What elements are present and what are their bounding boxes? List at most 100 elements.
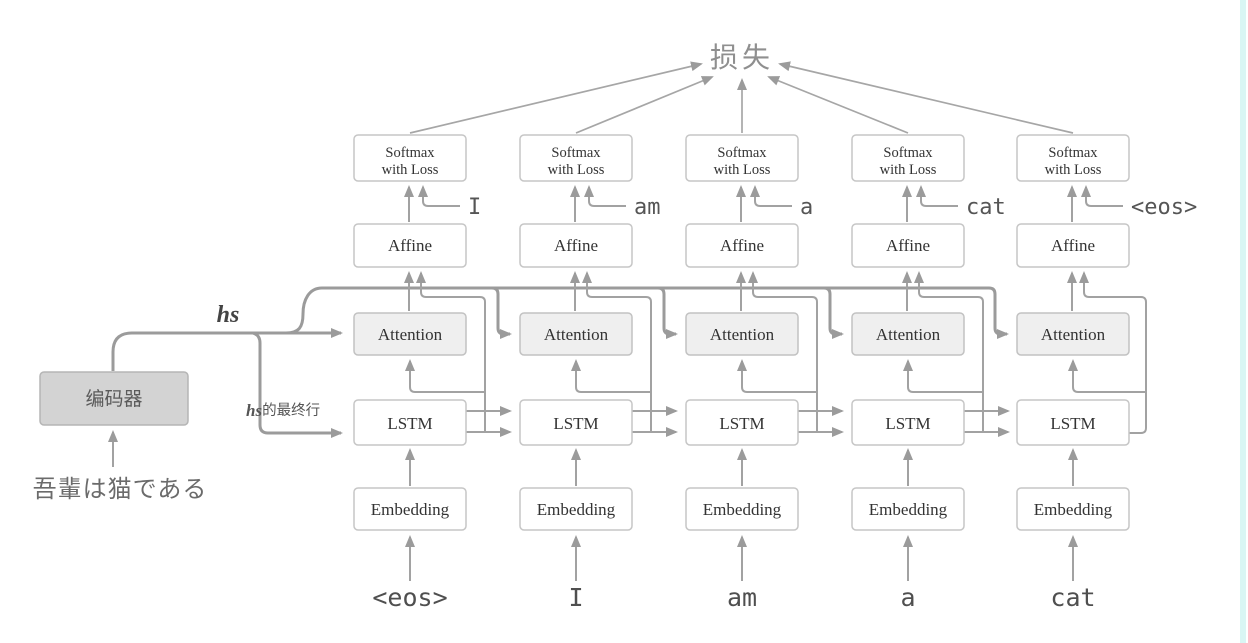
target-word-line-4 [916,185,958,207]
lstm-bypass-to-affine-4 [914,271,984,433]
input-word-3: am [727,583,757,612]
target-word-line-5 [1081,185,1123,207]
embedding-box-5 [1016,487,1130,531]
softmax-label1-5: Softmax [1048,145,1098,161]
lstm-box-1 [353,399,467,446]
lstm-label-2: LSTM [553,414,598,433]
input-word-1: <eos> [372,583,447,612]
lstm-label-3: LSTM [719,414,764,433]
softmax-label1-4: Softmax [883,145,933,161]
encoder-input-text: 吾輩は猫である [33,475,208,503]
lstm-bypass-to-affine-3 [748,271,818,433]
affine-label-5: Affine [1051,236,1095,255]
softmax-box-3 [685,134,799,182]
attention-box-3 [685,312,799,356]
embedding-box-2 [519,487,633,531]
attention-box-1 [353,312,467,356]
embedding-box-3 [685,487,799,531]
embedding-label-1: Embedding [371,500,450,519]
softmax-label1-1: Softmax [385,145,435,161]
lstm-label-1: LSTM [387,414,432,433]
softmax-label2-5: with Loss [1045,162,1102,178]
column-4: Softmax with Loss Affine Attention LSTM … [851,134,1010,612]
affine-label-2: Affine [554,236,598,255]
hs-branch-attention-3 [657,286,678,339]
loss-arrows [409,61,1074,134]
lstm-to-attention-arrow-1 [405,359,485,393]
softmax-label2-3: with Loss [714,162,771,178]
lstm-box-5 [1016,399,1130,446]
target-word-1: I [468,195,481,220]
attention-label-2: Attention [544,325,609,344]
softmax-label1-2: Softmax [551,145,601,161]
softmax-label1-3: Softmax [717,145,767,161]
hs-bus-lines [111,286,1009,438]
softmax-box-1 [353,134,467,182]
softmax-box-4 [851,134,965,182]
lstm-to-attention-arrow-2 [571,359,651,393]
affine-box-5 [1016,223,1130,268]
lstm-box-4 [851,399,965,446]
attention-box-4 [851,312,965,356]
hs-branch-attention-4 [823,286,844,339]
lstm-label-4: LSTM [885,414,930,433]
encoder-label: 编码器 [85,388,142,410]
embedding-label-4: Embedding [869,500,948,519]
lstm-bypass-to-affine-1 [416,271,486,433]
target-word-5: <eos> [1131,195,1197,220]
hs-line-to-attention-1 [111,328,343,371]
loss-arrow-4 [767,76,909,134]
loss-arrow-5 [778,61,1074,134]
affine-box-2 [519,223,633,268]
lstm-to-attention-arrow-3 [737,359,817,393]
softmax-box-5 [1016,134,1130,182]
softmax-label2-4: with Loss [880,162,937,178]
target-word-line-3 [750,185,792,207]
column-3: Softmax with Loss Affine Attention LSTM … [685,134,844,612]
input-word-2: I [568,583,583,612]
attention-box-5 [1016,312,1130,356]
loss-arrow-1 [409,61,703,134]
embedding-label-3: Embedding [703,500,782,519]
affine-box-4 [851,223,965,268]
hs-last-row-label: hs的最终行 [246,401,320,420]
target-word-line-2 [584,185,626,207]
softmax-label2-1: with Loss [382,162,439,178]
affine-label-1: Affine [388,236,432,255]
attention-label-3: Attention [710,325,775,344]
encoder-box [39,371,189,426]
target-word-4: cat [966,195,1006,220]
target-word-2: am [634,195,661,220]
softmax-label2-2: with Loss [548,162,605,178]
lstm-bypass-to-affine-2 [582,271,652,433]
hs-branch-attention-2 [491,286,512,339]
column-2: Softmax with Loss Affine Attention LSTM … [519,134,678,612]
affine-label-4: Affine [886,236,930,255]
hs-bus-line [285,286,1009,339]
loss-label: 损失 [710,41,774,74]
target-word-line-1 [418,185,460,207]
attention-label-1: Attention [378,325,443,344]
input-word-5: cat [1050,583,1095,612]
embedding-label-5: Embedding [1034,500,1113,519]
lstm-to-attention-arrow-5 [1068,359,1146,393]
attention-label-5: Attention [1041,325,1106,344]
embedding-box-1 [353,487,467,531]
attention-label-4: Attention [876,325,941,344]
lstm-box-3 [685,399,799,446]
embedding-box-4 [851,487,965,531]
attention-box-2 [519,312,633,356]
page-edge-stripe [1240,0,1246,643]
lstm-to-attention-arrow-4 [903,359,983,393]
hs-label: hs [217,302,240,328]
affine-box-1 [353,223,467,268]
loss-arrow-2 [575,76,714,134]
affine-box-3 [685,223,799,268]
embedding-label-2: Embedding [537,500,616,519]
affine-label-3: Affine [720,236,764,255]
softmax-box-2 [519,134,633,182]
lstm-box-2 [519,399,633,446]
input-word-4: a [900,583,915,612]
